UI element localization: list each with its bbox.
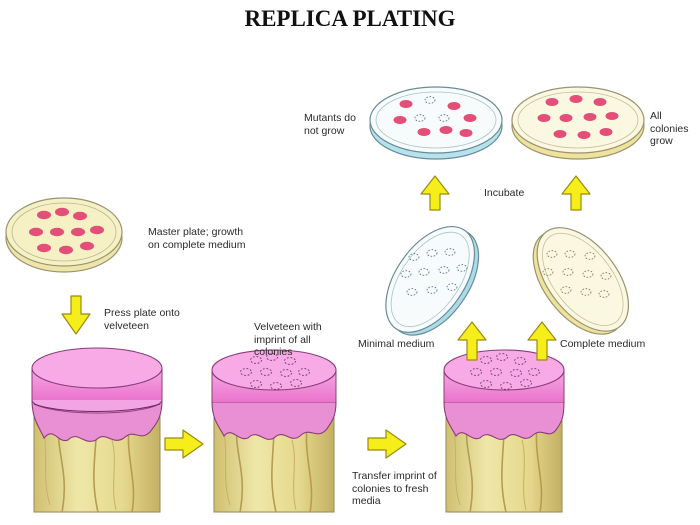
diagram-title: REPLICA PLATING bbox=[244, 6, 456, 31]
velveteen-block-2 bbox=[211, 349, 337, 513]
label-master-plate: Master plate; growth on complete medium bbox=[148, 226, 246, 251]
result-complete-colonies bbox=[537, 95, 619, 139]
label-press-plate: Press plate onto velveteen bbox=[104, 307, 180, 332]
master-plate-colonies bbox=[29, 207, 104, 255]
velveteen-block-3 bbox=[443, 349, 565, 513]
arrow-up-to-complete bbox=[527, 321, 557, 361]
minimal-plate-imprint-marks bbox=[400, 248, 468, 296]
complete-medium-plate bbox=[532, 227, 630, 335]
label-incubate: Incubate bbox=[484, 187, 525, 199]
result-complete-plate bbox=[511, 86, 645, 160]
label-velveteen-imprint: Velveteen with imprint of all colonies bbox=[254, 321, 322, 358]
arrow-up-to-minimal bbox=[457, 321, 487, 361]
label-complete-medium: Complete medium bbox=[560, 338, 646, 350]
arrow-up-incubate-right bbox=[561, 175, 591, 211]
arrow-right-1 bbox=[164, 429, 204, 459]
label-minimal-medium: Minimal medium bbox=[358, 338, 435, 350]
result-minimal-missing-colonies bbox=[414, 96, 450, 122]
complete-plate-imprint-marks bbox=[542, 250, 612, 298]
velveteen-imprint-marks-right bbox=[470, 353, 540, 390]
result-minimal-plate bbox=[369, 86, 503, 160]
result-minimal-colonies bbox=[393, 100, 477, 137]
label-mutants: Mutants do not grow bbox=[304, 112, 356, 137]
label-transfer: Transfer imprint of colonies to fresh me… bbox=[352, 470, 437, 507]
minimal-medium-plate bbox=[385, 225, 480, 336]
label-all-colonies: All colonies grow bbox=[650, 110, 689, 147]
arrow-up-incubate-left bbox=[420, 175, 450, 211]
velveteen-block-1 bbox=[31, 347, 163, 513]
master-plate bbox=[5, 197, 123, 273]
velveteen-imprint-marks bbox=[240, 353, 310, 390]
arrow-right-2 bbox=[367, 429, 407, 459]
arrow-down-press bbox=[61, 295, 91, 335]
